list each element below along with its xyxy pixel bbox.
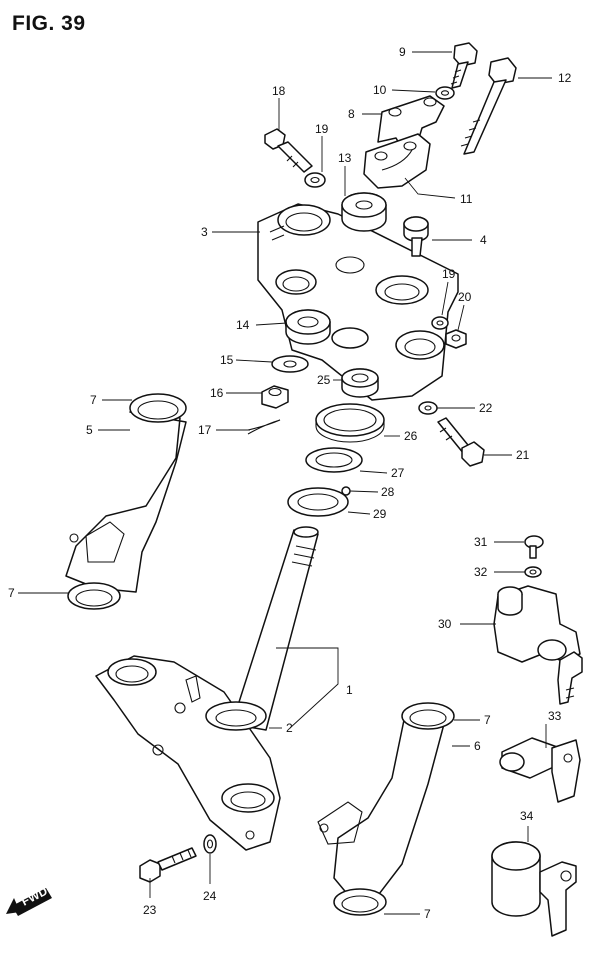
headlight-bracket-left-5 (65, 411, 187, 593)
callout-5: 5 (86, 423, 93, 437)
seal-7-lower-right (333, 888, 387, 916)
washer-24 (203, 834, 217, 854)
callout-27: 27 (391, 466, 405, 480)
callout-28: 28 (381, 485, 395, 499)
callout-22: 22 (479, 401, 493, 415)
handlebar-holder-lower-11 (363, 133, 431, 189)
callout-14: 14 (236, 318, 250, 332)
bolt-18 (264, 128, 313, 173)
dust-seal-26 (315, 403, 385, 443)
callout-11: 11 (460, 192, 473, 206)
callout-10: 10 (373, 83, 387, 97)
upper-bracket-3 (257, 203, 459, 401)
cap-13 (341, 192, 387, 232)
callouts: 9 10 8 12 18 19 13 11 3 4 19 20 14 15 16… (8, 45, 572, 921)
bolt-4 (403, 216, 429, 257)
callout-4: 4 (480, 233, 487, 247)
callout-3: 3 (201, 225, 208, 239)
callout-15: 15 (220, 353, 234, 367)
callout-7-lower-left: 7 (8, 586, 15, 600)
callout-25: 25 (317, 373, 331, 387)
callout-17: 17 (198, 423, 212, 437)
callout-6: 6 (474, 739, 481, 753)
bolt-9 (450, 42, 478, 89)
washer-22 (418, 401, 438, 415)
callout-9: 9 (399, 45, 406, 59)
washer-19-right (431, 316, 449, 330)
nut-16 (261, 385, 289, 409)
leader-lines (18, 51, 552, 915)
callout-26: 26 (404, 429, 418, 443)
screw-31 (524, 535, 544, 559)
bearing-race-29 (287, 487, 349, 517)
ignition-key (557, 651, 583, 705)
callout-19-right: 19 (442, 267, 456, 281)
callout-7-upper-left: 7 (90, 393, 97, 407)
callout-21: 21 (516, 448, 530, 462)
washer-15 (271, 355, 309, 373)
callout-12: 12 (558, 71, 572, 85)
washer-32 (524, 566, 542, 578)
callout-20: 20 (458, 290, 472, 304)
callout-34: 34 (520, 809, 534, 823)
callout-8: 8 (348, 107, 355, 121)
callout-7-upper-right: 7 (484, 713, 491, 727)
bearing-27 (305, 447, 363, 473)
cotter-pin-17 (247, 419, 281, 435)
callout-19-upper: 19 (315, 122, 329, 136)
callout-2: 2 (286, 721, 293, 735)
rubber-14 (285, 309, 331, 345)
figure-title: FIG. 39 (12, 12, 86, 35)
washer-19-upper (304, 172, 326, 188)
washer-10 (435, 86, 455, 100)
callout-32: 32 (474, 565, 488, 579)
callout-7-lower-right: 7 (424, 907, 431, 921)
callout-24: 24 (203, 889, 217, 903)
seal-7-upper-right (401, 702, 455, 730)
bolt-23 (139, 847, 197, 883)
lock-33 (499, 737, 581, 803)
callout-29: 29 (373, 507, 387, 521)
bolt-12 (460, 57, 517, 155)
callout-33: 33 (548, 709, 562, 723)
callout-30: 30 (438, 617, 452, 631)
nut-20 (445, 329, 467, 349)
callout-1: 1 (346, 683, 353, 697)
steering-stem-nut-25 (341, 368, 379, 398)
callout-13: 13 (338, 151, 352, 165)
callout-23: 23 (143, 903, 157, 917)
headlight-bracket-right-6 (317, 719, 445, 903)
bolt-21 (437, 417, 485, 467)
callout-18: 18 (272, 84, 286, 98)
steering-stem-1 (231, 526, 319, 731)
callout-16: 16 (210, 386, 224, 400)
lock-34 (491, 841, 577, 937)
fwd-arrow: FWD (6, 884, 52, 916)
ignition-switch-30 (493, 585, 581, 663)
callout-31: 31 (474, 535, 488, 549)
lower-bracket-2 (95, 655, 281, 851)
seal-7-lower-left (67, 582, 121, 610)
seal-7-upper-left (129, 393, 187, 423)
